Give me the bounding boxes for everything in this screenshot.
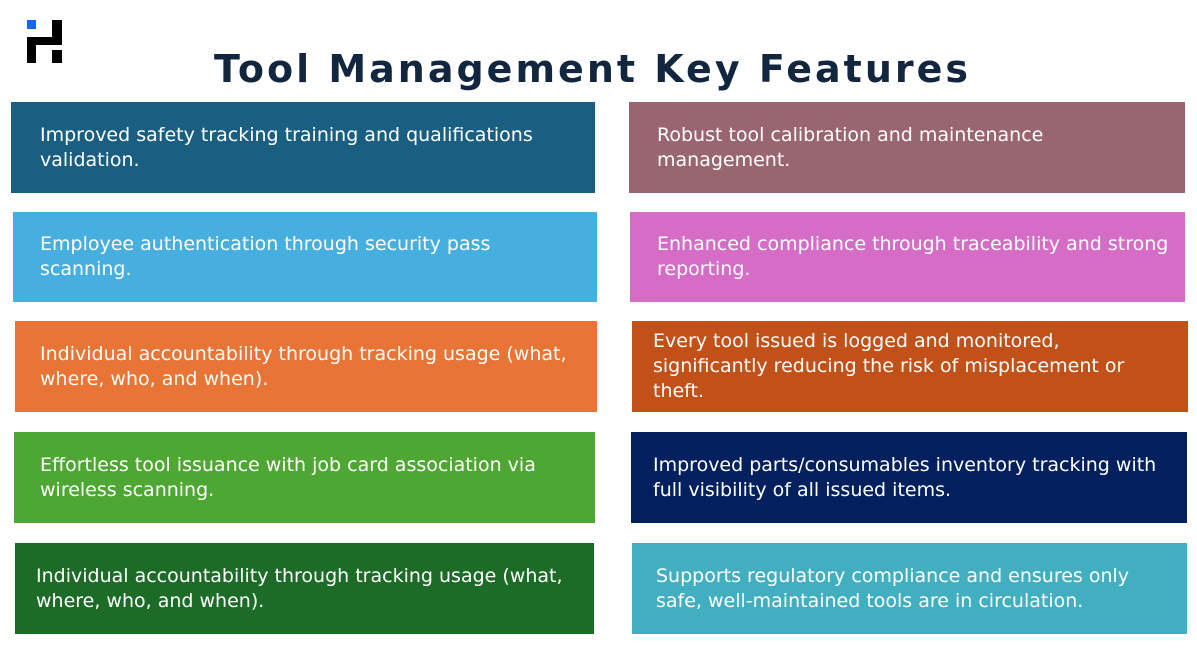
brand-logo-icon — [26, 20, 62, 64]
feature-text: Individual accountability through tracki… — [40, 342, 567, 390]
feature-text: Supports regulatory compliance and ensur… — [656, 564, 1130, 612]
feature-text: Effortless tool issuance with job card a… — [40, 453, 536, 501]
feature-card-logging-monitoring: Every tool issued is logged and monitore… — [632, 321, 1188, 412]
logo-accent-square — [27, 20, 36, 29]
feature-text: Every tool issued is logged and monitore… — [653, 330, 1125, 402]
feature-card-regulatory-compliance: Supports regulatory compliance and ensur… — [632, 543, 1187, 634]
logo-stroke — [27, 37, 62, 45]
feature-card-employee-authentication: Employee authentication through security… — [13, 212, 597, 302]
feature-card-individual-accountability: Individual accountability through tracki… — [15, 321, 597, 412]
feature-text: Employee authentication through security… — [40, 233, 491, 280]
page-title: Tool Management Key Features — [213, 47, 971, 92]
logo-stroke — [52, 50, 62, 63]
feature-text: Robust tool calibration and maintenance … — [657, 123, 1044, 171]
logo-stroke — [27, 37, 36, 63]
feature-text: Improved parts/consumables inventory tra… — [653, 453, 1157, 501]
feature-text: Enhanced compliance through traceability… — [657, 233, 1169, 280]
feature-text: Improved safety tracking training and qu… — [40, 123, 533, 171]
feature-card-inventory-tracking: Improved parts/consumables inventory tra… — [631, 432, 1187, 523]
feature-card-tool-issuance: Effortless tool issuance with job card a… — [14, 432, 595, 523]
feature-card-individual-accountability-2: Individual accountability through tracki… — [15, 543, 594, 634]
feature-card-compliance-reporting: Enhanced compliance through traceability… — [630, 212, 1185, 302]
feature-text: Individual accountability through tracki… — [36, 564, 563, 612]
feature-card-safety-training: Improved safety tracking training and qu… — [11, 102, 595, 193]
logo-stroke — [52, 20, 62, 44]
feature-card-calibration-maintenance: Robust tool calibration and maintenance … — [629, 102, 1185, 193]
